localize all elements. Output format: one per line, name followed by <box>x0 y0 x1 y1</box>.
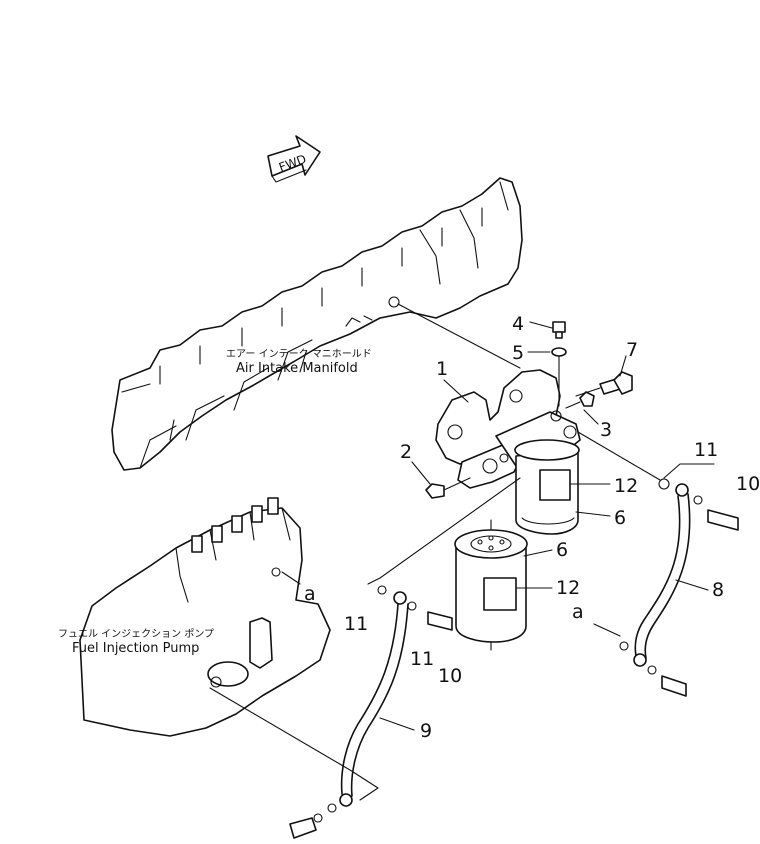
fwd-arrow-icon: FWD <box>267 135 321 183</box>
callout-4-leader <box>529 321 553 329</box>
callout-9-leader <box>379 717 415 731</box>
bolt-2 <box>425 477 471 499</box>
callout-6-lower: 6 <box>556 539 568 561</box>
air-intake-manifold-label-en: Air Intake Manifold <box>236 361 358 376</box>
fuel-filter-cartridge-upper <box>514 439 580 535</box>
callout-11-lower: 11 <box>410 648 434 670</box>
washer-5 <box>551 347 567 357</box>
callout-6-lower-leader <box>523 549 553 557</box>
manifold-bracket-leader <box>397 303 521 369</box>
air-intake-manifold-label-jp: エアー インテーク マニホールド <box>226 348 372 360</box>
callout-12-upper: 12 <box>614 475 638 497</box>
callout-5: 5 <box>512 342 524 364</box>
bolt-7 <box>575 371 633 397</box>
pump-a-leader <box>281 571 301 585</box>
callout-1: 1 <box>436 358 448 380</box>
filter-to-hose8-leader <box>577 431 661 481</box>
callout-7-leader <box>619 355 627 377</box>
connection-ref-a-pump: a <box>304 583 316 605</box>
callout-10-right: 10 <box>736 473 760 495</box>
callout-12-lower: 12 <box>556 577 580 599</box>
callout-11-right: 11 <box>694 439 718 461</box>
callout-2: 2 <box>400 441 412 463</box>
callout-6-upper-leader <box>575 511 611 517</box>
air-bleed-plug <box>552 321 566 339</box>
callout-2-leader <box>411 461 431 485</box>
fuel-injection-pump-label-en: Fuel Injection Pump <box>72 641 199 656</box>
fuel-injection-pump-illustration <box>79 497 331 737</box>
callout-6-upper: 6 <box>614 507 626 529</box>
fuel-filter-cartridge-lower <box>454 529 528 651</box>
callout-4: 4 <box>512 313 524 335</box>
callout-9: 9 <box>420 720 432 742</box>
fuel-hose-9 <box>289 585 453 839</box>
callout-1-leader <box>443 379 469 403</box>
callout-7: 7 <box>626 339 638 361</box>
connection-ref-a-hose: a <box>572 601 584 623</box>
callout-10-lower: 10 <box>438 665 462 687</box>
pump-to-hose9-leader <box>209 687 379 801</box>
fuel-injection-pump-label-jp: フュエル インジェクション ポンプ <box>58 628 214 640</box>
washer-11-bracket-right <box>663 463 715 479</box>
callout-11-left: 11 <box>344 613 368 635</box>
filter-to-hose9-leader <box>367 477 521 585</box>
callout-8: 8 <box>712 579 724 601</box>
callout-3-leader <box>583 409 599 425</box>
fuel-hose-8 <box>619 478 739 697</box>
callout-8-leader <box>675 579 709 591</box>
air-intake-manifold-illustration <box>111 177 523 471</box>
callout-3: 3 <box>600 419 612 441</box>
hose-a-leader <box>593 623 621 637</box>
